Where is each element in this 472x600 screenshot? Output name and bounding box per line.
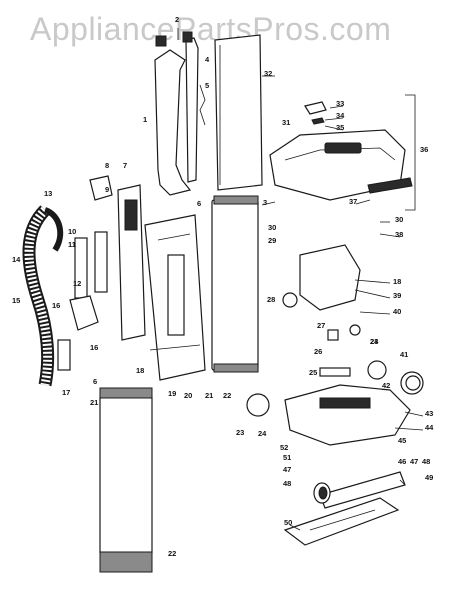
hood-assembly [269, 94, 416, 211]
callout-label: 23 [370, 337, 378, 346]
callout-label: 2 [175, 15, 179, 24]
bag-housing-19 [144, 214, 206, 381]
wheel-24 [246, 393, 270, 417]
callout-label: 40 [393, 307, 401, 316]
brush-bar-37 [367, 177, 413, 194]
handle-switch [182, 31, 193, 43]
callout-label: 33 [336, 99, 344, 108]
callout-label: 14 [12, 255, 21, 264]
callout-label: 24 [258, 429, 267, 438]
callout-label: 15 [12, 296, 20, 305]
callout-label: 26 [314, 347, 322, 356]
callout-label: 44 [425, 423, 434, 432]
sole-plate-50 [283, 497, 400, 546]
callout-label: 9 [105, 185, 109, 194]
bag-lower [99, 387, 153, 573]
callout-label: 24 [370, 337, 379, 346]
leader-lines [177, 28, 424, 531]
callout-label: 4 [205, 55, 210, 64]
callout-label: 8 [105, 161, 109, 170]
callout-label: 35 [336, 123, 344, 132]
callout-label: 7 [123, 161, 127, 170]
callout-label: 27 [317, 321, 325, 330]
handle-top-cap [155, 35, 167, 47]
callout-label: 23 [236, 428, 244, 437]
callout-label: 11 [68, 240, 76, 249]
callout-label: 21 [205, 391, 213, 400]
callout-label: 48 [422, 457, 430, 466]
handle-assembly [154, 31, 206, 196]
callout-label: 18 [393, 277, 401, 286]
callout-label: 48 [283, 479, 291, 488]
callout-label: 30 [395, 215, 403, 224]
callout-label: 17 [62, 388, 70, 397]
callout-label: 36 [420, 145, 428, 154]
callout-label: 39 [393, 291, 401, 300]
hose-13 [22, 205, 64, 387]
callout-label: 47 [283, 465, 291, 474]
callout-label: 16 [90, 343, 98, 352]
watermark-text: AppliancePartsPros.com [30, 11, 391, 47]
callout-label: 28 [267, 295, 275, 304]
callout-label: 5 [205, 81, 209, 90]
callout-label: 32 [264, 69, 272, 78]
callout-label: 47 [410, 457, 418, 466]
callout-label: 22 [168, 549, 176, 558]
callout-label: 13 [44, 189, 52, 198]
callout-label: 51 [283, 453, 291, 462]
callout-label: 37 [349, 197, 357, 206]
part-33 [304, 101, 327, 115]
wand-assembly-7 [57, 175, 146, 371]
callout-label: 52 [280, 443, 288, 452]
callout-label: 25 [309, 368, 317, 377]
callout-label: 6 [93, 377, 97, 386]
callout-label: 6 [197, 199, 201, 208]
callout-label: 41 [400, 350, 408, 359]
wheel-42 [367, 360, 387, 380]
callout-label: 49 [425, 473, 433, 482]
callout-label: 22 [223, 391, 231, 400]
callout-label: 21 [90, 398, 98, 407]
callouts: 1 2 3 4 5 6 6 7 8 9 10 11 12 13 14 15 16… [12, 15, 434, 558]
callout-label: 31 [282, 118, 290, 127]
side-panel-32 [214, 34, 263, 191]
agitator-49 [313, 471, 406, 509]
bag-upper [211, 195, 259, 373]
callout-label: 16 [52, 301, 60, 310]
callout-label: 46 [398, 457, 406, 466]
motor-housing [282, 244, 361, 341]
seal-28 [282, 292, 298, 308]
callout-label: 29 [268, 236, 276, 245]
callout-label: 18 [136, 366, 144, 375]
callout-label: 20 [184, 391, 192, 400]
callout-label: 34 [336, 111, 345, 120]
callout-label: 19 [168, 389, 176, 398]
callout-label: 43 [425, 409, 433, 418]
callout-label: 42 [382, 381, 390, 390]
callout-label: 1 [143, 115, 147, 124]
base-nozzle-43 [246, 360, 424, 446]
callout-label: 3 [263, 198, 267, 207]
callout-label: 12 [73, 279, 81, 288]
callout-label: 45 [398, 436, 406, 445]
callout-label: 50 [284, 518, 292, 527]
callout-label: 38 [395, 230, 403, 239]
callout-label: 10 [68, 227, 76, 236]
callout-label: 30 [268, 223, 276, 232]
